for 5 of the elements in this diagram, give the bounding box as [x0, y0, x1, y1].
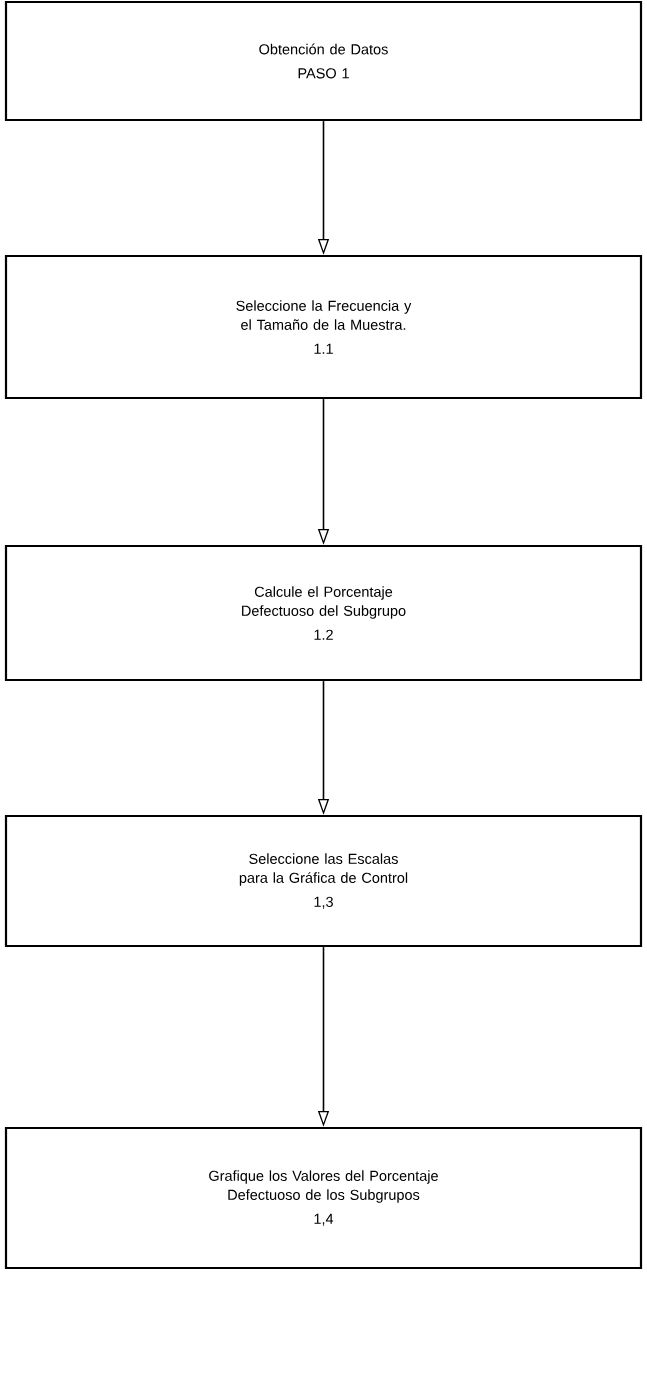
process-box: Seleccione las Escalas para la Gráfica de Control 1,3	[4, 814, 643, 948]
process-box: Grafique los Valores del Porcentaje Defectuoso de los Subgrupos 1,4	[4, 1126, 643, 1270]
process-box: Seleccione la Frecuencia y el Tamaño de la Muestra. 1.1	[4, 254, 643, 400]
process-box: Obtención de Datos PASO 1	[4, 0, 643, 122]
process-box: Calcule el Porcentaje Defectuoso del Subgrupo 1.2	[4, 544, 643, 682]
